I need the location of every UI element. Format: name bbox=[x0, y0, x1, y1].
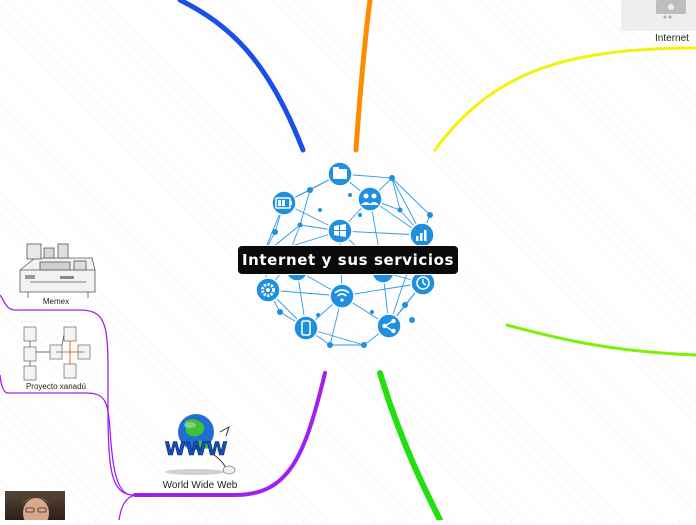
branch-orange bbox=[353, 0, 373, 153]
branch-purple bbox=[133, 371, 327, 497]
branch-blue bbox=[177, 0, 306, 153]
internet-card-image bbox=[621, 0, 696, 31]
subbranch-purple-xanadu bbox=[0, 374, 133, 496]
clock-icon bbox=[410, 270, 436, 296]
battery-icon bbox=[271, 190, 297, 216]
gear-icon bbox=[255, 277, 281, 303]
svg-text:· · · · · ·: · · · · · · bbox=[62, 320, 74, 324]
subbranch-purple-memex bbox=[0, 294, 136, 496]
wifi-icon bbox=[329, 283, 355, 309]
topic-label-memex[interactable]: Memex bbox=[42, 297, 70, 306]
mobile-icon bbox=[293, 315, 319, 341]
share-icon bbox=[376, 313, 402, 339]
central-topic[interactable]: Internet y sus servicios bbox=[238, 246, 458, 274]
subbranch-purple-lower bbox=[118, 494, 136, 521]
chart-icon bbox=[409, 222, 435, 248]
www-image-text: WWW bbox=[165, 438, 228, 460]
branch-lime bbox=[505, 323, 696, 357]
branch-yellow bbox=[433, 46, 696, 152]
portrait-photo bbox=[5, 491, 65, 520]
folder-icon bbox=[327, 161, 353, 187]
topic-label-xanadu[interactable]: Proyecto xanadú bbox=[25, 382, 87, 391]
xanadu-image: · · · · · · · · · · · · · bbox=[22, 320, 91, 381]
branch-green bbox=[377, 370, 443, 523]
memex-image bbox=[19, 243, 96, 298]
topic-label-www[interactable]: World Wide Web bbox=[162, 480, 238, 491]
svg-text:· · · · · · ·: · · · · · · · bbox=[22, 320, 36, 324]
topic-label-internet[interactable]: Internet bbox=[655, 33, 689, 44]
people-icon bbox=[357, 186, 383, 212]
windows-logo-icon bbox=[327, 218, 353, 244]
www-globe-image: WWW bbox=[164, 414, 236, 475]
